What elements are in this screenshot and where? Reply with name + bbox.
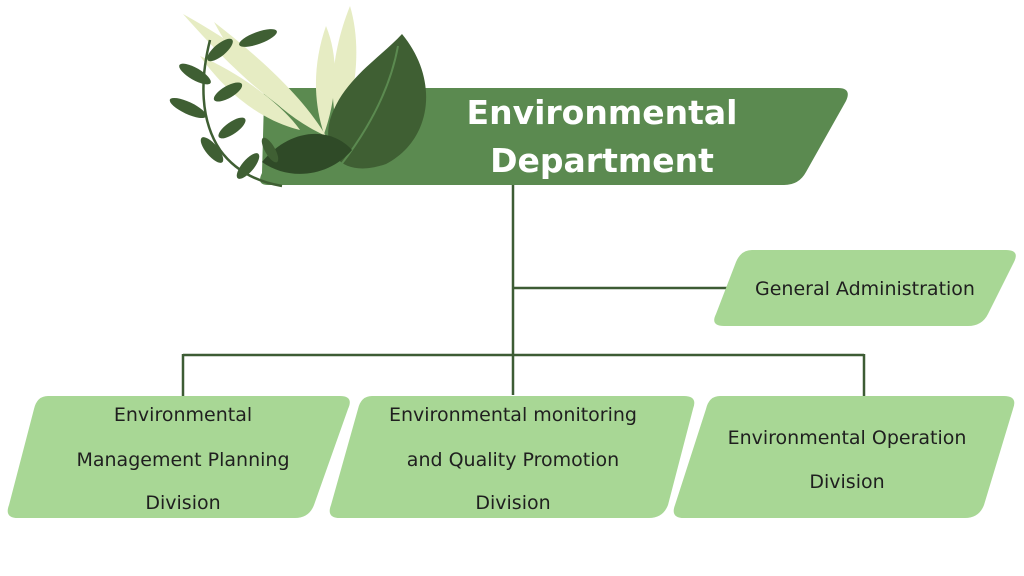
division-2-line3: Division xyxy=(475,492,550,514)
division-box-3 xyxy=(673,396,1015,518)
division-2-line2: and Quality Promotion xyxy=(407,449,619,471)
header-title-line2: Department xyxy=(490,141,714,180)
division-1-line1: Environmental xyxy=(114,404,252,426)
division-2-line1: Environmental monitoring xyxy=(389,404,637,426)
connector-lines xyxy=(181,184,866,398)
division-3-line2: Division xyxy=(809,471,884,493)
general-admin-box xyxy=(714,250,1016,326)
leaf-cluster-icon xyxy=(169,6,427,188)
division-1-line2: Management Planning xyxy=(76,449,289,471)
division-3-line1: Environmental Operation xyxy=(728,427,967,449)
division-box-1 xyxy=(7,396,350,518)
general-admin-label: General Administration xyxy=(755,278,975,300)
division-box-2 xyxy=(329,396,695,518)
header-title-line1: Environmental xyxy=(467,93,738,132)
division-1-line3: Division xyxy=(145,492,220,514)
